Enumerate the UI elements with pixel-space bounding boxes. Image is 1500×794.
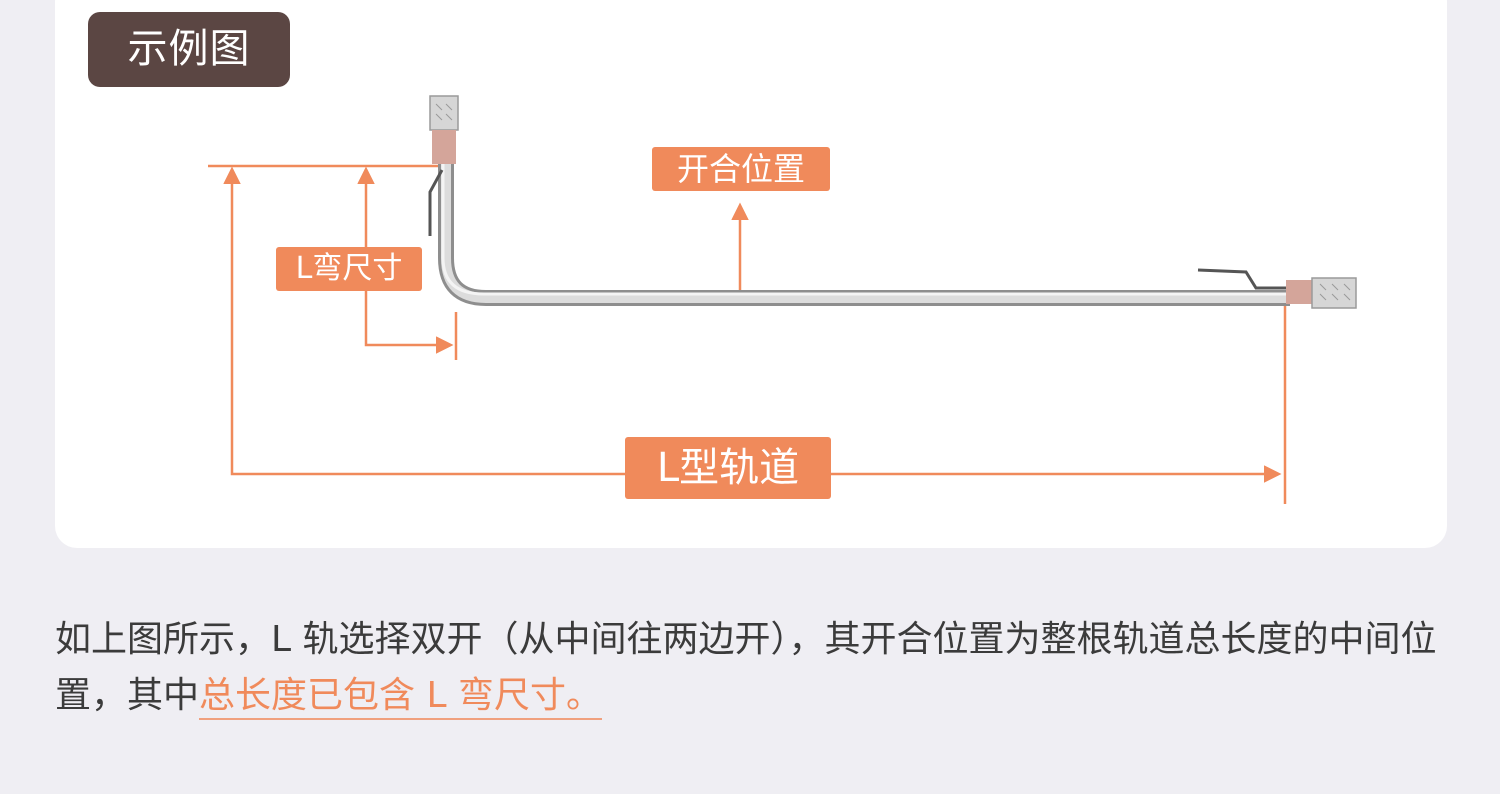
l-rail [438,160,1290,306]
l-bend-size-label: L弯尺寸 [276,247,422,291]
l-track-diagram [208,95,1357,504]
total-length-dimension-arrow [223,166,1282,483]
right-end-connector [1197,268,1357,309]
open-position-label: 开合位置 [652,147,830,191]
left-end-connector [428,95,459,236]
l-track-label: L型轨道 [625,437,831,499]
description-highlight-text: 总长度已包含 L 弯尺寸。 [199,675,602,720]
l-bend-dimension-arrow [357,166,454,354]
description-main-text: 如上图所示，L 轨选择双开（从中间往两边开），其开合位置为整根轨道总长度的中间位… [55,619,1437,716]
title-badge: 示例图 [88,12,290,87]
description-paragraph: 如上图所示，L 轨选择双开（从中间往两边开），其开合位置为整根轨道总长度的中间位… [55,612,1455,724]
